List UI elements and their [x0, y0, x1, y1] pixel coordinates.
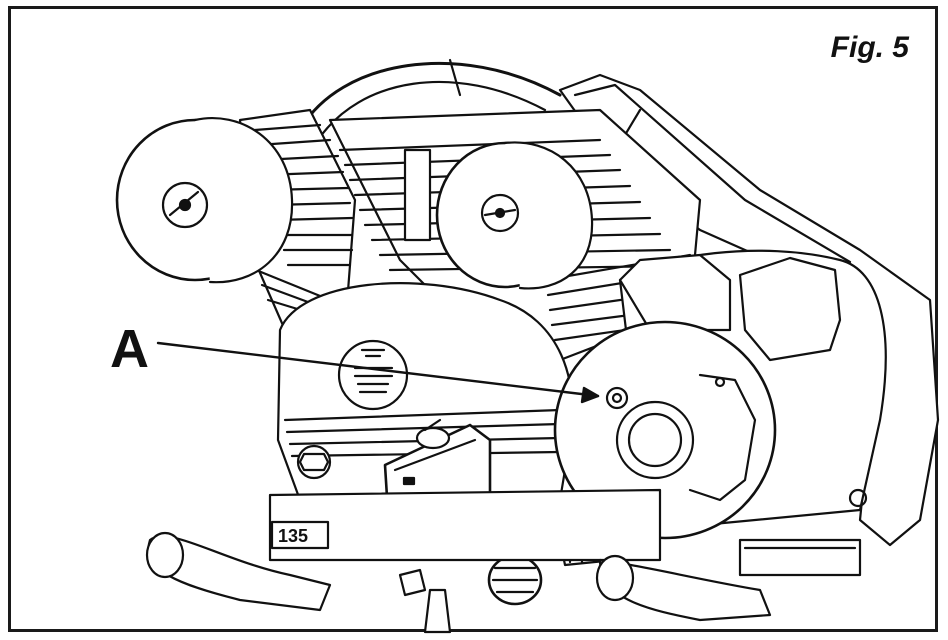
tank-frame [268, 488, 862, 577]
air-filter-right [435, 141, 594, 290]
motor-reset-button [605, 386, 629, 410]
crankcase [276, 282, 574, 502]
callout-label-a: A [110, 319, 149, 379]
carry-handle [298, 58, 562, 142]
callout-arrow [156, 341, 600, 404]
drain-stand [398, 568, 452, 634]
air-filter-left [115, 117, 294, 284]
wheel-handle-left [145, 531, 332, 612]
nameplate-text: 135 [278, 526, 308, 546]
figure-title: Fig. 5 [830, 31, 909, 64]
electric-motor [553, 249, 887, 540]
wheel-handle-right [595, 554, 772, 622]
nameplate: 135 [270, 520, 330, 550]
